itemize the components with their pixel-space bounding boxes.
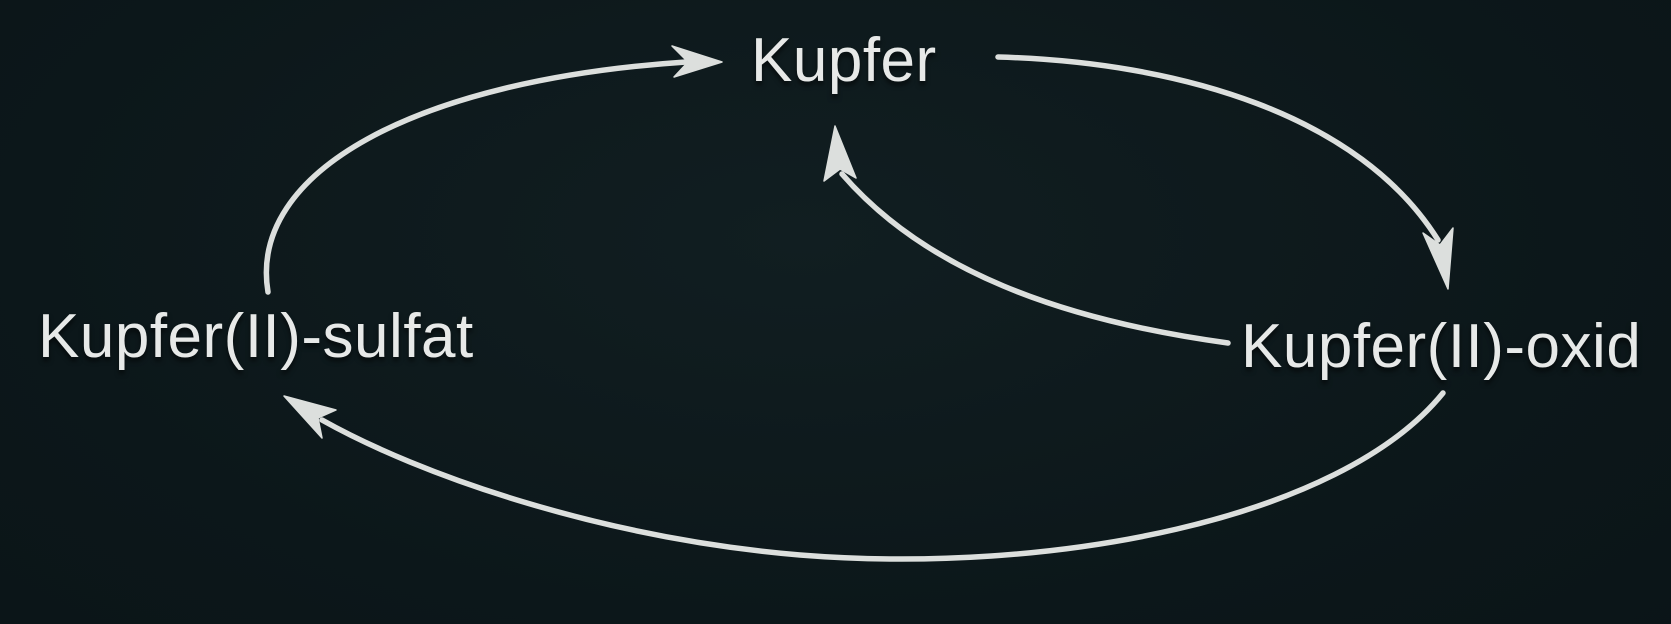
edge-oxid-to-sulfat-line [319, 390, 1446, 562]
arrowhead-right-icon [671, 45, 723, 78]
arrowhead-up-icon [823, 125, 857, 182]
edge-kupfer-to-oxid-line [995, 54, 1441, 243]
edge-sulfat-to-kupfer [263, 45, 723, 295]
edge-kupfer-to-oxid [995, 54, 1454, 290]
edge-oxid-to-kupfer-line [839, 171, 1231, 346]
arrowhead-up-left-icon [283, 395, 337, 439]
arrowhead-down-icon [1422, 227, 1454, 290]
node-label-kupfer-ii-sulfat: Kupfer(II)-sulfat [38, 302, 474, 371]
node-label-kupfer: Kupfer [751, 26, 937, 95]
edge-oxid-to-sulfat [283, 390, 1446, 562]
edge-oxid-to-kupfer [823, 125, 1231, 346]
node-label-kupfer-ii-oxid: Kupfer(II)-oxid [1241, 312, 1642, 381]
edge-sulfat-to-kupfer-line [263, 59, 689, 295]
